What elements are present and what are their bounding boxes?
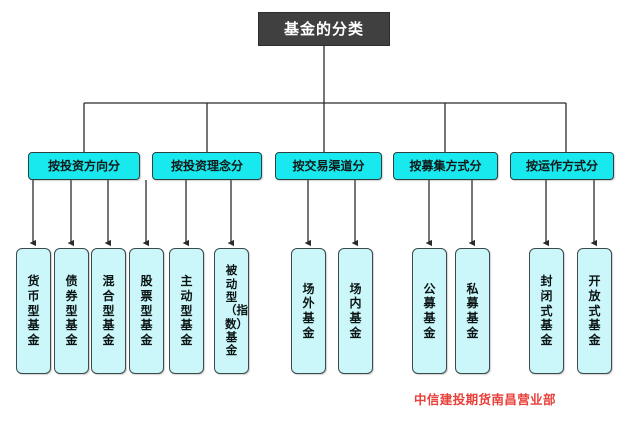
category-node-label: 按投资方向分 <box>47 159 120 173</box>
leaf-node-private-offering-fund[interactable]: 私募基金 <box>455 248 490 374</box>
category-node-by-trading-channel[interactable]: 按交易渠道分 <box>275 152 382 180</box>
leaf-node-active-fund[interactable]: 主动型基金 <box>169 248 204 374</box>
leaf-node-equity-fund[interactable]: 股票型基金 <box>129 248 164 374</box>
leaf-node-label: 债券型基金 <box>65 274 78 347</box>
leaf-node-label: 货币型基金 <box>27 274 40 347</box>
category-node-by-investment-philosophy[interactable]: 按投资理念分 <box>152 152 262 180</box>
leaf-node-label: 公募基金 <box>423 281 436 340</box>
leaf-node-passive-index-fund[interactable]: 被动型（指数）基金 <box>214 248 249 374</box>
category-node-by-operation-method[interactable]: 按运作方式分 <box>510 152 614 180</box>
leaf-node-public-offering-fund[interactable]: 公募基金 <box>412 248 447 374</box>
leaf-node-otc-fund[interactable]: 场外基金 <box>291 248 326 374</box>
leaf-node-hybrid-fund[interactable]: 混合型基金 <box>91 248 126 374</box>
leaf-node-exchange-traded-fund[interactable]: 场内基金 <box>338 248 373 374</box>
category-node-label: 按交易渠道分 <box>292 159 365 173</box>
leaf-node-label: 混合型基金 <box>102 274 115 347</box>
leaf-node-label: 场外基金 <box>302 281 315 340</box>
leaf-node-label: 被动型（指数）基金 <box>225 263 248 358</box>
leaf-node-open-end-fund[interactable]: 开放式基金 <box>577 248 612 374</box>
category-node-label: 按募集方式分 <box>409 159 482 173</box>
leaf-node-money-market-fund[interactable]: 货币型基金 <box>16 248 51 374</box>
category-node-by-investment-direction[interactable]: 按投资方向分 <box>28 152 140 180</box>
leaf-node-label: 开放式基金 <box>588 274 601 347</box>
leaf-node-closed-end-fund[interactable]: 封闭式基金 <box>529 248 564 374</box>
leaf-node-label: 封闭式基金 <box>540 274 553 347</box>
leaf-node-label: 主动型基金 <box>180 274 193 347</box>
footer-attribution: 中信建投期货南昌营业部 <box>414 392 556 407</box>
leaf-node-label: 私募基金 <box>466 281 479 340</box>
root-node-label: 基金的分类 <box>283 19 364 38</box>
category-node-label: 按投资理念分 <box>170 159 243 173</box>
leaf-node-label: 股票型基金 <box>140 274 153 347</box>
root-node-fund-classification[interactable]: 基金的分类 <box>258 12 390 46</box>
leaf-node-label: 场内基金 <box>349 281 362 340</box>
category-node-by-fundraising-method[interactable]: 按募集方式分 <box>393 152 498 180</box>
category-node-label: 按运作方式分 <box>525 159 598 173</box>
leaf-node-bond-fund[interactable]: 债券型基金 <box>54 248 89 374</box>
